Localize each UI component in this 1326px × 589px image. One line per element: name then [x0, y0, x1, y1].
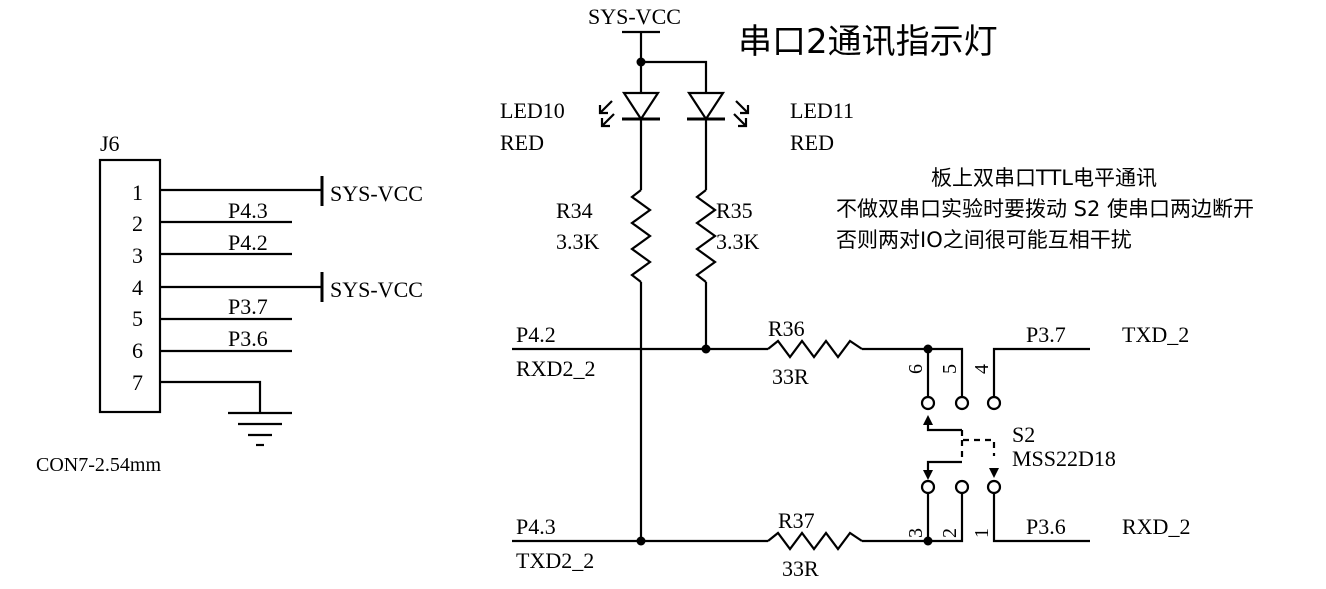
led10-arrowhead-2	[600, 118, 610, 128]
switch-s2: 6 5 4 3 2 1 S2 MSS22D18	[905, 347, 1116, 543]
s2-pin-label-6: 6	[905, 364, 927, 374]
s2-pin-label-1: 1	[971, 528, 993, 538]
connector-pin-3: 3	[132, 243, 143, 268]
net-label-pin5: P3.7	[228, 294, 268, 319]
net-label-pin3: P4.2	[228, 230, 268, 255]
net-label-pin6: P3.6	[228, 326, 268, 351]
s2-pin-label-2: 2	[939, 528, 961, 538]
led11-symbol	[686, 91, 726, 122]
tx-left-pin-label: P4.3	[516, 514, 556, 539]
r34-symbol	[630, 189, 652, 283]
net-label-pin1: SYS-VCC	[330, 181, 423, 206]
r34-value: 3.3K	[556, 229, 600, 254]
s2-contact-6	[920, 395, 936, 411]
tx-line: P4.3 TXD2_2 R37 33R	[512, 508, 933, 581]
rx-left-pin-label: P4.2	[516, 322, 556, 347]
r36-symbol	[767, 339, 863, 359]
net-label-pin4: SYS-VCC	[330, 277, 423, 302]
led10-arrowhead-1	[598, 105, 608, 115]
s2-lower-arrow-left	[923, 470, 933, 480]
led10-ref: LED10	[500, 98, 565, 123]
note-line-2: 不做双串口实验时要拨动 S2 使串口两边断开	[836, 197, 1254, 221]
connector-pin-5: 5	[132, 306, 143, 331]
connector-pin-4: 4	[132, 275, 143, 300]
s2-part: MSS22D18	[1012, 446, 1116, 471]
r34-ref: R34	[556, 198, 593, 223]
led11-arrow-2	[733, 113, 747, 127]
s2-contact-5	[954, 395, 970, 411]
note-line-3: 否则两对IO之间很可能互相干扰	[836, 228, 1132, 252]
connector-pin-2: 2	[132, 211, 143, 236]
led10-symbol	[621, 91, 661, 122]
connector-ref: J6	[100, 131, 120, 156]
led10-value: RED	[500, 130, 544, 155]
s2-pin4-lead	[992, 347, 1090, 396]
supply-branch	[641, 60, 708, 92]
junction-dot	[701, 344, 711, 354]
led11-arrowhead-2	[738, 118, 748, 128]
r35-ref: R35	[716, 198, 753, 223]
r36-ref: R36	[768, 316, 805, 341]
rx-right-net-label: RXD_2	[1122, 514, 1190, 539]
led11-value: RED	[790, 130, 834, 155]
s2-pin-label-3: 3	[905, 528, 927, 538]
junction-dot	[636, 57, 646, 67]
pullup-resistors: R34 3.3K R35 3.3K	[556, 119, 760, 541]
tx-left-net-label: TXD2_2	[516, 548, 594, 573]
junction-dot	[636, 536, 646, 546]
connector-j6: J6 1 2 3 4 5 6 7 SYS-VCC P4.3 P4.2 SYS-V…	[36, 131, 423, 476]
tx-right-pin-label: P3.7	[1026, 322, 1066, 347]
led10-arrow-1	[599, 100, 613, 114]
s2-pin-label-5: 5	[939, 364, 961, 374]
s2-contact-4	[986, 395, 1002, 411]
supply-label: SYS-VCC	[588, 4, 681, 29]
s2-pin5-lead	[928, 347, 964, 396]
net-label-pin2: P4.3	[228, 198, 268, 223]
rx-left-net-label: RXD2_2	[516, 356, 595, 381]
pin7-wire	[160, 380, 262, 412]
r37-symbol	[767, 531, 863, 551]
supply-and-leds: SYS-VCC LED10 RED LED11 RED	[500, 4, 854, 155]
s2-contact-2	[954, 479, 970, 495]
s2-upper-arrow	[923, 415, 933, 425]
r37-value: 33R	[782, 556, 819, 581]
s2-ref: S2	[1012, 422, 1035, 447]
s2-contact-1	[986, 479, 1002, 495]
s2-contact-3	[920, 479, 936, 495]
s2-upper-actuator	[926, 422, 962, 432]
connector-pin-6: 6	[132, 338, 143, 363]
tx-right-net-label: TXD_2	[1122, 322, 1189, 347]
s2-pin-label-4: 4	[971, 364, 993, 374]
s2-mechanical-link-1	[960, 430, 996, 456]
connector-pin-7: 7	[132, 370, 143, 395]
diagram-title: 串口2通讯指示灯	[738, 22, 998, 62]
connector-pin-1: 1	[132, 180, 143, 205]
note-line-1: 板上双串口TTL电平通讯	[931, 166, 1157, 190]
connector-body	[98, 158, 162, 414]
rx-right-pin-label: P3.6	[1026, 514, 1066, 539]
r37-ref: R37	[778, 508, 815, 533]
s2-lower-actuator	[926, 460, 962, 472]
led11-arrowhead-1	[740, 105, 750, 115]
r36-value: 33R	[772, 364, 809, 389]
r35-value: 3.3K	[716, 229, 760, 254]
s2-pin2-lead	[928, 494, 964, 543]
s2-pin1-lead	[992, 494, 1090, 543]
s2-lower-arrow-right	[989, 468, 999, 478]
led11-arrow-1	[735, 100, 749, 114]
rx-line: P4.2 RXD2_2 R36 33R	[512, 316, 933, 389]
r35-symbol	[695, 189, 717, 283]
led11-ref: LED11	[790, 98, 854, 123]
led10-arrow-2	[601, 113, 615, 127]
connector-footprint: CON7-2.54mm	[36, 454, 161, 476]
